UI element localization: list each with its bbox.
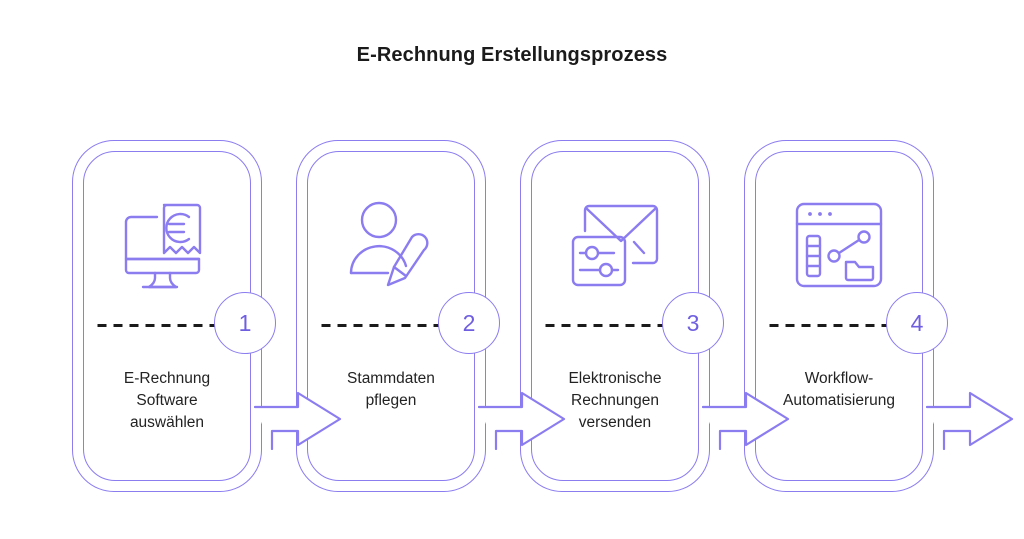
step-divider <box>544 324 666 327</box>
arrow-step-4-out-icon <box>926 388 1016 450</box>
step-number-badge: 4 <box>886 292 948 354</box>
step-label: Stammdaten pflegen <box>347 370 435 409</box>
step-divider <box>768 324 890 327</box>
envelope-settings-icon <box>520 192 710 298</box>
monitor-euro-invoice-icon <box>72 192 262 298</box>
step-number-badge: 2 <box>438 292 500 354</box>
page-title: E-Rechnung Erstellungsprozess <box>356 44 668 66</box>
process-step-1[interactable]: 1 E-Rechnung Software auswählen <box>72 140 276 492</box>
step-divider <box>320 324 442 327</box>
step-number-badge: 1 <box>214 292 276 354</box>
arrow-step-3-to-4-icon <box>702 388 792 450</box>
process-step-4[interactable]: 4 Workflow- Automatisierung <box>744 140 948 492</box>
step-divider <box>96 324 218 327</box>
step-label: Elektronische Rechnungen versenden <box>568 370 662 431</box>
step-label: E-Rechnung Software auswählen <box>123 370 211 431</box>
process-step-3[interactable]: 3 Elektronische Rechnungen versenden <box>520 140 724 492</box>
process-steps-row: 1 E-Rechnung Software auswählen <box>72 140 1014 492</box>
browser-analytics-folder-icon <box>744 192 934 298</box>
process-step-2[interactable]: 2 Stammdaten pflegen <box>296 140 500 492</box>
arrow-step-2-to-3-icon <box>478 388 568 450</box>
user-edit-pencil-icon <box>296 192 486 298</box>
step-label: Workflow- Automatisierung <box>782 370 895 409</box>
arrow-step-1-to-2-icon <box>254 388 344 450</box>
step-number-badge: 3 <box>662 292 724 354</box>
